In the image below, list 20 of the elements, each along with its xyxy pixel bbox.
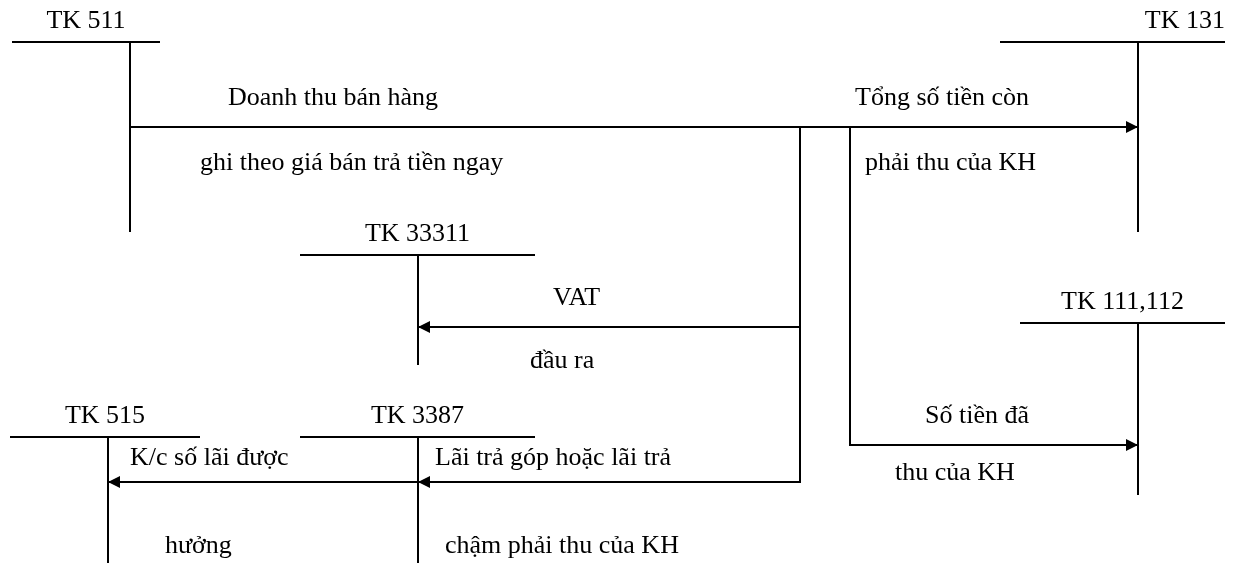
arrow	[107, 476, 419, 488]
entry-text: phải thu của KH	[865, 146, 1037, 178]
entry-text: VAT	[553, 281, 601, 313]
account-title: TK 33311	[364, 217, 471, 249]
entry-text: Lãi trả góp hoặc lãi trả	[435, 441, 672, 473]
entry-text: Số tiền đã	[925, 399, 1029, 431]
entry-text: Doanh thu bán hàng	[228, 81, 439, 113]
entry-text: chậm phải thu của KH	[445, 529, 679, 561]
account-title: TK 511	[46, 4, 126, 36]
arrow	[849, 126, 1139, 451]
entry-text: K/c số lãi được	[130, 441, 289, 473]
account-title: TK 111,112	[1061, 285, 1184, 317]
entry-text: hưởng	[165, 529, 232, 561]
account-title: TK 3387	[370, 399, 465, 431]
entry-text: đầu ra	[530, 344, 595, 376]
entry-text: ghi theo giá bán trả tiền ngay	[200, 146, 504, 178]
account-title: TK 515	[64, 399, 146, 431]
account-title: TK 131	[1144, 4, 1225, 36]
entry-text: Tổng số tiền còn	[855, 81, 1030, 113]
entry-text: thu của KH	[895, 456, 1015, 488]
